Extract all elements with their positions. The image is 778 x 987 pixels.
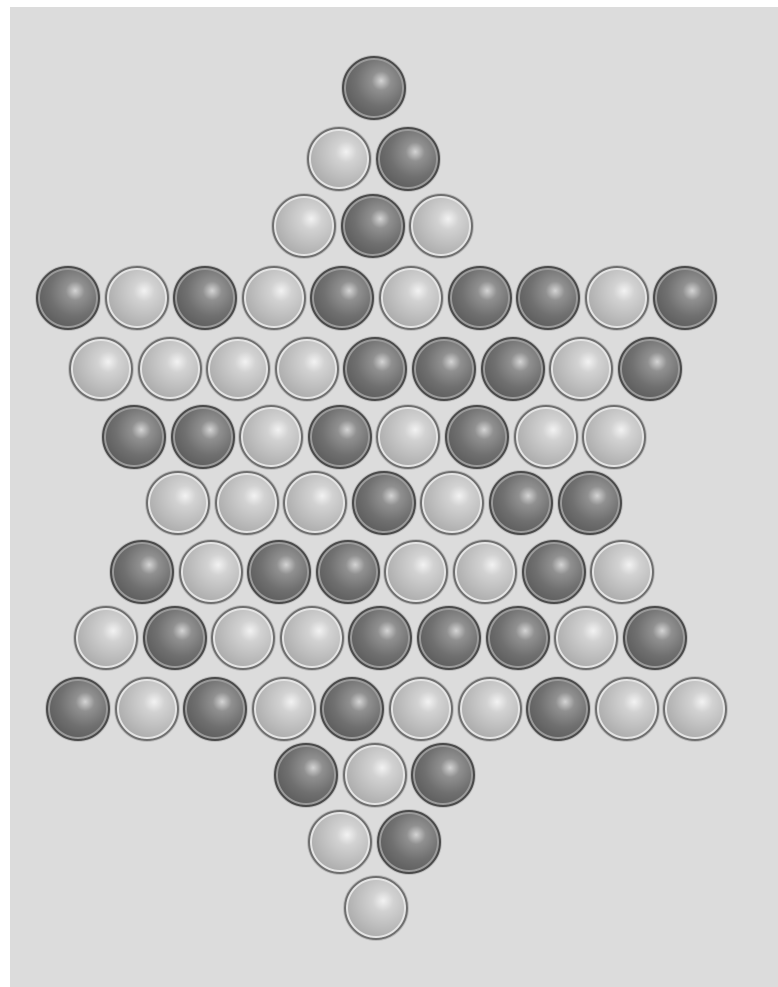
- light-marble[interactable]: [252, 677, 316, 741]
- light-marble[interactable]: [453, 540, 517, 604]
- dark-marble[interactable]: [102, 405, 166, 469]
- dark-marble[interactable]: [310, 266, 374, 330]
- dark-marble[interactable]: [516, 266, 580, 330]
- light-marble[interactable]: [138, 337, 202, 401]
- dark-marble[interactable]: [143, 606, 207, 670]
- dark-marble[interactable]: [448, 266, 512, 330]
- star-board: [10, 7, 778, 987]
- dark-marble[interactable]: [558, 471, 622, 535]
- light-marble[interactable]: [215, 471, 279, 535]
- light-marble[interactable]: [582, 405, 646, 469]
- light-marble[interactable]: [549, 337, 613, 401]
- dark-marble[interactable]: [341, 194, 405, 258]
- light-marble[interactable]: [344, 876, 408, 940]
- dark-marble[interactable]: [522, 540, 586, 604]
- dark-marble[interactable]: [274, 743, 338, 807]
- dark-marble[interactable]: [417, 606, 481, 670]
- dark-marble[interactable]: [352, 471, 416, 535]
- dark-marble[interactable]: [342, 56, 406, 120]
- dark-marble[interactable]: [412, 337, 476, 401]
- dark-marble[interactable]: [481, 337, 545, 401]
- light-marble[interactable]: [146, 471, 210, 535]
- dark-marble[interactable]: [247, 540, 311, 604]
- light-marble[interactable]: [663, 677, 727, 741]
- light-marble[interactable]: [585, 266, 649, 330]
- dark-marble[interactable]: [445, 405, 509, 469]
- dark-marble[interactable]: [411, 743, 475, 807]
- dark-marble[interactable]: [343, 337, 407, 401]
- light-marble[interactable]: [69, 337, 133, 401]
- light-marble[interactable]: [409, 194, 473, 258]
- light-marble[interactable]: [74, 606, 138, 670]
- dark-marble[interactable]: [653, 266, 717, 330]
- light-marble[interactable]: [376, 405, 440, 469]
- dark-marble[interactable]: [36, 266, 100, 330]
- dark-marble[interactable]: [486, 606, 550, 670]
- light-marble[interactable]: [179, 540, 243, 604]
- dark-marble[interactable]: [320, 677, 384, 741]
- dark-marble[interactable]: [377, 810, 441, 874]
- light-marble[interactable]: [384, 540, 448, 604]
- light-marble[interactable]: [458, 677, 522, 741]
- dark-marble[interactable]: [308, 405, 372, 469]
- light-marble[interactable]: [206, 337, 270, 401]
- dark-marble[interactable]: [489, 471, 553, 535]
- light-marble[interactable]: [595, 677, 659, 741]
- light-marble[interactable]: [307, 127, 371, 191]
- light-marble[interactable]: [420, 471, 484, 535]
- dark-marble[interactable]: [110, 540, 174, 604]
- light-marble[interactable]: [514, 405, 578, 469]
- light-marble[interactable]: [239, 405, 303, 469]
- light-marble[interactable]: [554, 606, 618, 670]
- light-marble[interactable]: [389, 677, 453, 741]
- dark-marble[interactable]: [183, 677, 247, 741]
- dark-marble[interactable]: [171, 405, 235, 469]
- light-marble[interactable]: [308, 810, 372, 874]
- dark-marble[interactable]: [46, 677, 110, 741]
- light-marble[interactable]: [242, 266, 306, 330]
- light-marble[interactable]: [283, 471, 347, 535]
- dark-marble[interactable]: [348, 606, 412, 670]
- dark-marble[interactable]: [618, 337, 682, 401]
- light-marble[interactable]: [379, 266, 443, 330]
- dark-marble[interactable]: [526, 677, 590, 741]
- dark-marble[interactable]: [316, 540, 380, 604]
- light-marble[interactable]: [272, 194, 336, 258]
- light-marble[interactable]: [280, 606, 344, 670]
- light-marble[interactable]: [105, 266, 169, 330]
- dark-marble[interactable]: [173, 266, 237, 330]
- dark-marble[interactable]: [623, 606, 687, 670]
- light-marble[interactable]: [211, 606, 275, 670]
- dark-marble[interactable]: [376, 127, 440, 191]
- light-marble[interactable]: [115, 677, 179, 741]
- light-marble[interactable]: [590, 540, 654, 604]
- light-marble[interactable]: [275, 337, 339, 401]
- light-marble[interactable]: [343, 743, 407, 807]
